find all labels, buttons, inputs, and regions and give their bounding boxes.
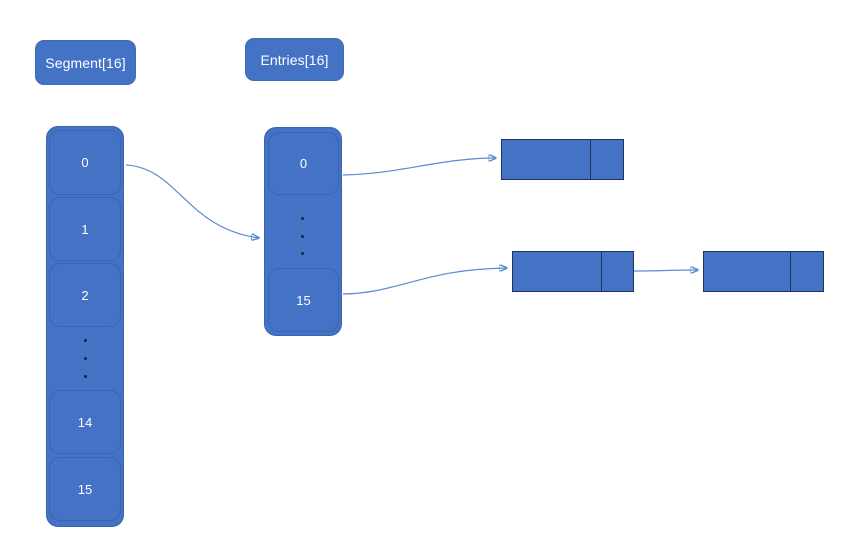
entries-cell-0[interactable]: 0 [268, 132, 339, 195]
node-box-b[interactable] [512, 251, 634, 292]
entries-ellipsis-dot-2 [301, 234, 304, 238]
segment-cell-1[interactable]: 1 [49, 197, 121, 261]
segment-ellipsis-dot-3 [84, 375, 87, 378]
entries-array-container[interactable]: 0 15 [264, 127, 342, 336]
node-c-data-cell [704, 252, 790, 291]
entries-cell-15[interactable]: 15 [268, 268, 339, 332]
entries-ellipsis-dot-1 [301, 217, 304, 220]
segment-array-container[interactable]: 0 1 2 14 15 [46, 126, 124, 527]
segment-cell-15[interactable]: 15 [49, 457, 121, 521]
entries-ellipsis [300, 217, 305, 255]
node-box-c[interactable] [703, 251, 824, 292]
node-b-next-pointer-cell [601, 252, 633, 291]
segment-ellipsis-dot-2 [84, 357, 87, 360]
segment-ellipsis [83, 339, 88, 378]
entries-title-text: Entries[16] [260, 51, 329, 68]
segment-title-pill[interactable]: Segment[16] [35, 40, 136, 85]
connector-entries15-to-node-b [342, 268, 507, 295]
segment-cell-0-label: 0 [81, 155, 89, 170]
entries-cell-15-label: 15 [296, 292, 311, 308]
segment-title-text: Segment[16] [45, 54, 126, 71]
segment-ellipsis-dot-1 [84, 339, 87, 342]
segment-cell-0[interactable]: 0 [49, 130, 121, 195]
connector-entries0-to-node-a [342, 158, 496, 176]
segment-cell-1-label: 1 [81, 221, 89, 237]
connector-node-b-to-node-c [633, 270, 698, 271]
entries-cell-0-label: 0 [299, 156, 308, 171]
segment-cell-2-label: 2 [81, 287, 89, 303]
segment-cell-14-label: 14 [77, 414, 93, 430]
node-b-data-cell [513, 252, 601, 291]
segment-cell-14[interactable]: 14 [49, 390, 121, 454]
node-a-next-pointer-cell [590, 140, 623, 179]
node-box-a[interactable] [501, 139, 624, 180]
entries-title-pill[interactable]: Entries[16] [245, 38, 344, 81]
segment-cell-2[interactable]: 2 [49, 263, 121, 327]
node-c-next-pointer-cell [790, 252, 823, 291]
segment-cell-15-label: 15 [77, 481, 93, 497]
node-a-data-cell [502, 140, 590, 179]
entries-ellipsis-dot-3 [301, 252, 304, 255]
connector-segment0-to-entries [125, 164, 259, 238]
